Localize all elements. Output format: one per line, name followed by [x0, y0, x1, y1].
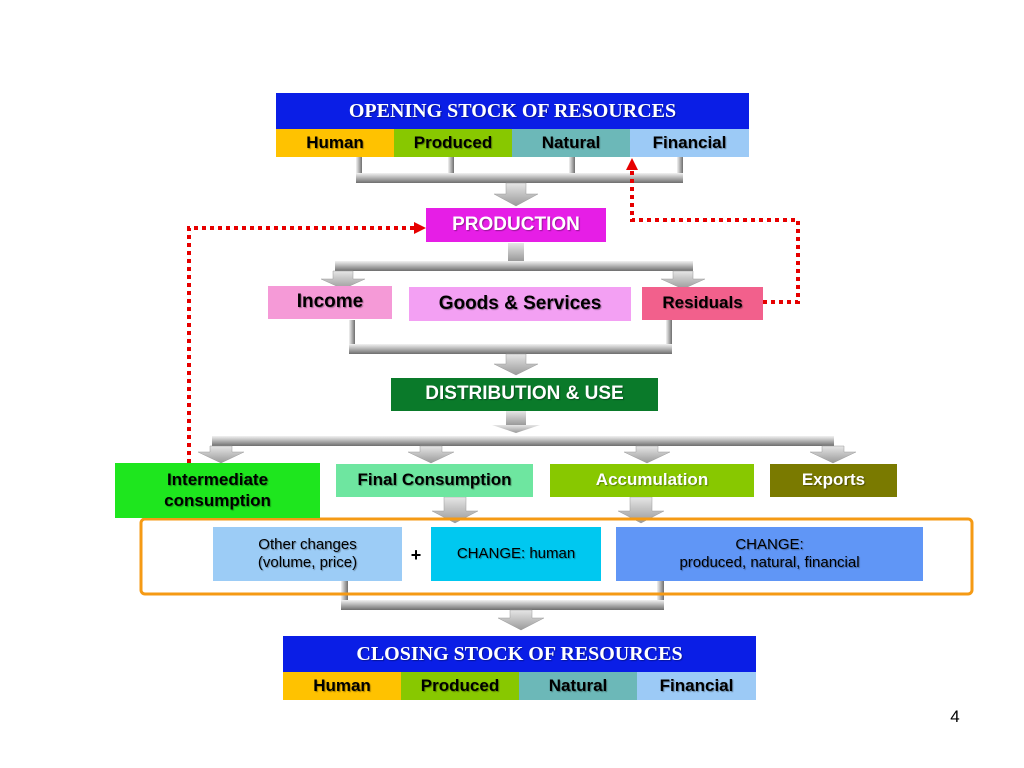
final-consumption-box: Final Consumption — [336, 464, 533, 497]
closing-financial-cell: Financial — [637, 672, 756, 700]
closing-human-cell: Human — [283, 672, 401, 700]
feedback-arrow-intermediate-to-production — [187, 222, 426, 463]
change-frame — [139, 517, 974, 596]
residuals-box: Residuals — [642, 287, 763, 320]
outputs-collector-pipe — [349, 320, 672, 354]
accumulation-box: Accumulation — [550, 464, 754, 497]
goods-services-box: Goods & Services — [409, 287, 631, 321]
down-arrow-icon — [623, 445, 671, 464]
down-arrow-icon — [407, 445, 455, 464]
opening-collector-pipe — [356, 157, 683, 183]
page-number: 4 — [950, 706, 960, 726]
distribution-splitter-pipe — [212, 411, 834, 446]
change-pnf-line2: produced, natural, financial — [679, 554, 860, 571]
opening-produced-cell: Produced — [394, 129, 512, 157]
closing-natural-cell: Natural — [519, 672, 637, 700]
down-arrow-icon — [320, 270, 366, 290]
down-arrow-icon — [493, 353, 539, 376]
change-pnf-line1: CHANGE: — [735, 536, 804, 553]
intermediate-line2: consumption — [164, 490, 271, 510]
closing-produced-cell: Produced — [401, 672, 519, 700]
down-arrow-icon — [497, 609, 545, 631]
feedback-arrow-residuals-to-financial — [626, 158, 800, 304]
down-arrow-icon — [493, 182, 539, 207]
other-changes-box: Other changes (volume, price) — [213, 527, 402, 581]
opening-natural-cell: Natural — [512, 129, 630, 157]
down-arrow-icon — [660, 270, 706, 290]
down-arrow-icon — [197, 445, 245, 464]
down-arrow-icon — [431, 496, 479, 524]
plus-sign: + — [410, 545, 422, 566]
exports-box: Exports — [770, 464, 897, 497]
opening-stock-title: OPENING STOCK OF RESOURCES — [276, 93, 749, 129]
closing-stock-title: CLOSING STOCK OF RESOURCES — [283, 636, 756, 672]
intermediate-consumption-box: Intermediate consumption — [115, 463, 320, 518]
other-changes-line1: Other changes — [258, 536, 357, 553]
down-arrow-icon — [617, 496, 665, 524]
production-box: PRODUCTION — [426, 208, 606, 242]
opening-human-cell: Human — [276, 129, 394, 157]
down-arrow-icon — [809, 445, 857, 464]
production-splitter-pipe — [335, 243, 693, 271]
distribution-use-box: DISTRIBUTION & USE — [391, 378, 658, 411]
change-human-box: CHANGE: human — [431, 527, 601, 581]
intermediate-line1: Intermediate — [166, 470, 269, 490]
income-box: Income — [268, 286, 392, 319]
opening-financial-cell: Financial — [630, 129, 749, 157]
other-changes-line2: (volume, price) — [257, 554, 358, 571]
change-pnf-box: CHANGE: produced, natural, financial — [616, 527, 923, 581]
